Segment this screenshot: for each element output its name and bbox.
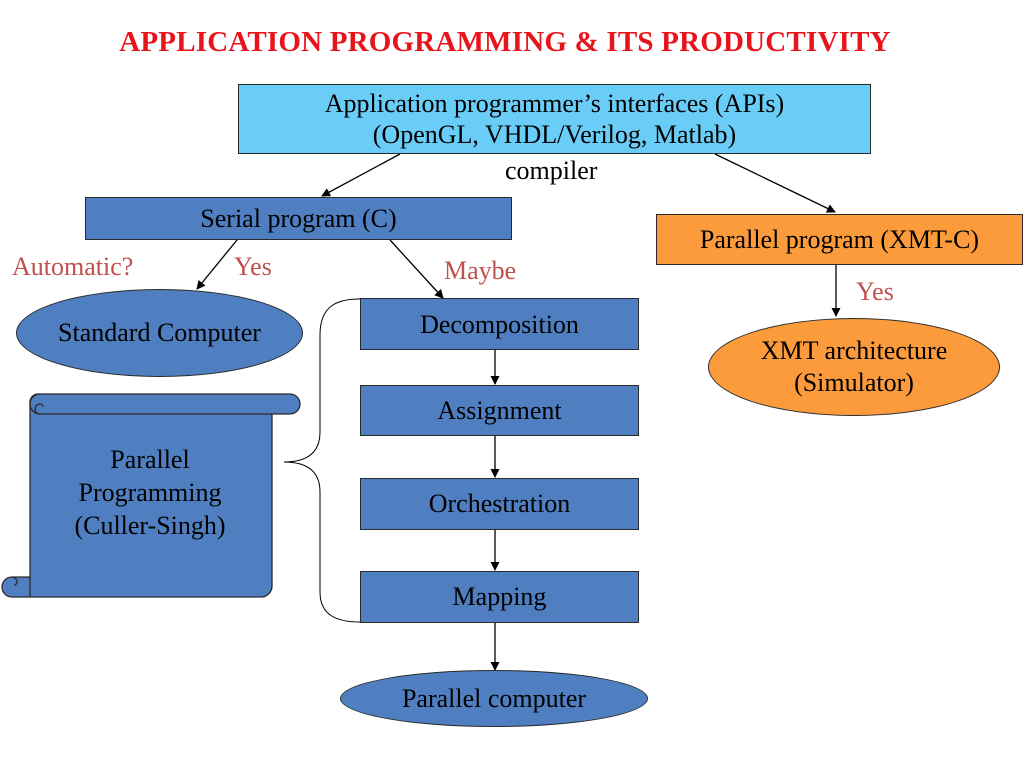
yes-label-left: Yes [234, 252, 272, 281]
scroll-text: Parallel Programming (Culler-Singh) [30, 444, 270, 542]
compiler-label: compiler [505, 156, 598, 185]
orchestration-box: Orchestration [360, 478, 639, 530]
arrow-api-to-parallel [714, 153, 836, 213]
arrow-serial-to-decomposition [389, 239, 444, 299]
assignment-box: Assignment [360, 385, 639, 436]
parallel-program-box: Parallel program (XMT-C) [656, 214, 1023, 265]
automatic-label: Automatic? [12, 252, 134, 281]
decomposition-box: Decomposition [360, 298, 639, 350]
serial-program-box: Serial program (C) [85, 197, 512, 240]
standard-computer-ellipse: Standard Computer [16, 289, 303, 377]
arrow-serial-to-standard [196, 239, 238, 290]
xmt-architecture-ellipse: XMT architecture (Simulator) [708, 318, 1000, 416]
scroll-line3: (Culler-Singh) [74, 510, 226, 540]
curly-brace [283, 298, 361, 623]
xmt-architecture-line1: XMT architecture [760, 336, 948, 366]
xmt-architecture-line2: (Simulator) [794, 368, 914, 397]
api-box-line2: (OpenGL, VHDL/Verilog, Matlab) [372, 120, 737, 149]
scroll-shape [1, 393, 301, 598]
yes-label-right: Yes [856, 277, 894, 306]
scroll-line1: Parallel [110, 445, 190, 474]
parallel-computer-ellipse: Parallel computer [340, 670, 648, 727]
maybe-label: Maybe [444, 256, 517, 285]
mapping-box: Mapping [360, 571, 639, 623]
api-box: Application programmer’s interfaces (API… [238, 84, 871, 154]
page-title: APPLICATION PROGRAMMING & ITS PRODUCTIVI… [119, 26, 891, 58]
scroll-line2: Programming [78, 477, 222, 507]
api-box-line1: Application programmer’s interfaces (API… [324, 88, 785, 118]
arrow-api-to-serial [321, 153, 401, 197]
